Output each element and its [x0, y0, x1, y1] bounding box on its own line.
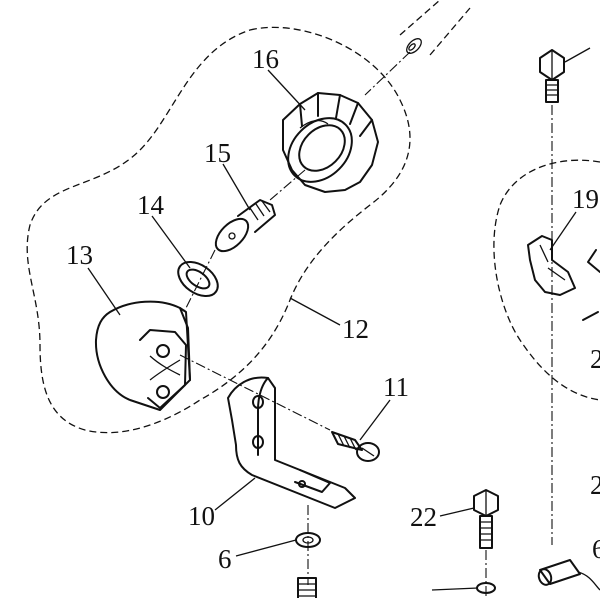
- leader-16: [267, 69, 306, 111]
- stem-15: [214, 199, 276, 253]
- bolt-22: [473, 489, 499, 549]
- right-edge-part: [587, 249, 600, 273]
- leader-12: [289, 297, 341, 326]
- leader-top-bolt: [564, 47, 591, 63]
- callout-2b-partial: 2: [590, 470, 600, 500]
- callout-11: 11: [383, 372, 409, 402]
- clip-19: [527, 235, 576, 296]
- bracket-10: [227, 376, 356, 509]
- callout-16: 16: [252, 44, 279, 74]
- bracket-centerline: [179, 354, 331, 431]
- bolt-top-right: [539, 49, 565, 103]
- callout-15: 15: [204, 138, 231, 168]
- callout-6: 6: [218, 544, 232, 574]
- callout-10: 10: [188, 501, 215, 531]
- leader-bottom-partial: [431, 587, 479, 591]
- leader-15: [222, 163, 251, 211]
- cylinder-partial: [537, 559, 600, 591]
- axis-centerline-low: [184, 249, 216, 311]
- leader-11: [359, 399, 391, 441]
- leader-19: [549, 211, 577, 251]
- callout-6-partial: 6: [592, 534, 600, 564]
- axis-centerline-top: [364, 51, 411, 96]
- leader-14: [151, 215, 191, 269]
- axis-centerline-mid: [269, 169, 306, 201]
- callout-22: 22: [410, 502, 437, 532]
- callout-14: 14: [137, 190, 165, 220]
- bottom-bolt-partial: [297, 577, 317, 598]
- knob-nut-16: [282, 92, 379, 193]
- shaft-part: [399, 0, 471, 56]
- screw-11: [331, 431, 380, 462]
- group-19-outline: [493, 159, 600, 401]
- group-12-outline: [26, 26, 411, 434]
- callout-2-partial: 2: [590, 344, 600, 374]
- handle-body-13: [94, 300, 191, 411]
- leader-10: [214, 477, 256, 511]
- small-pin: [582, 311, 599, 321]
- callout-12: 12: [342, 314, 369, 344]
- leader-6: [235, 539, 297, 557]
- leader-22: [439, 507, 475, 517]
- leader-13: [87, 267, 121, 316]
- callout-19: 19: [572, 184, 599, 214]
- washer-14: [177, 260, 219, 298]
- callout-13: 13: [66, 240, 93, 270]
